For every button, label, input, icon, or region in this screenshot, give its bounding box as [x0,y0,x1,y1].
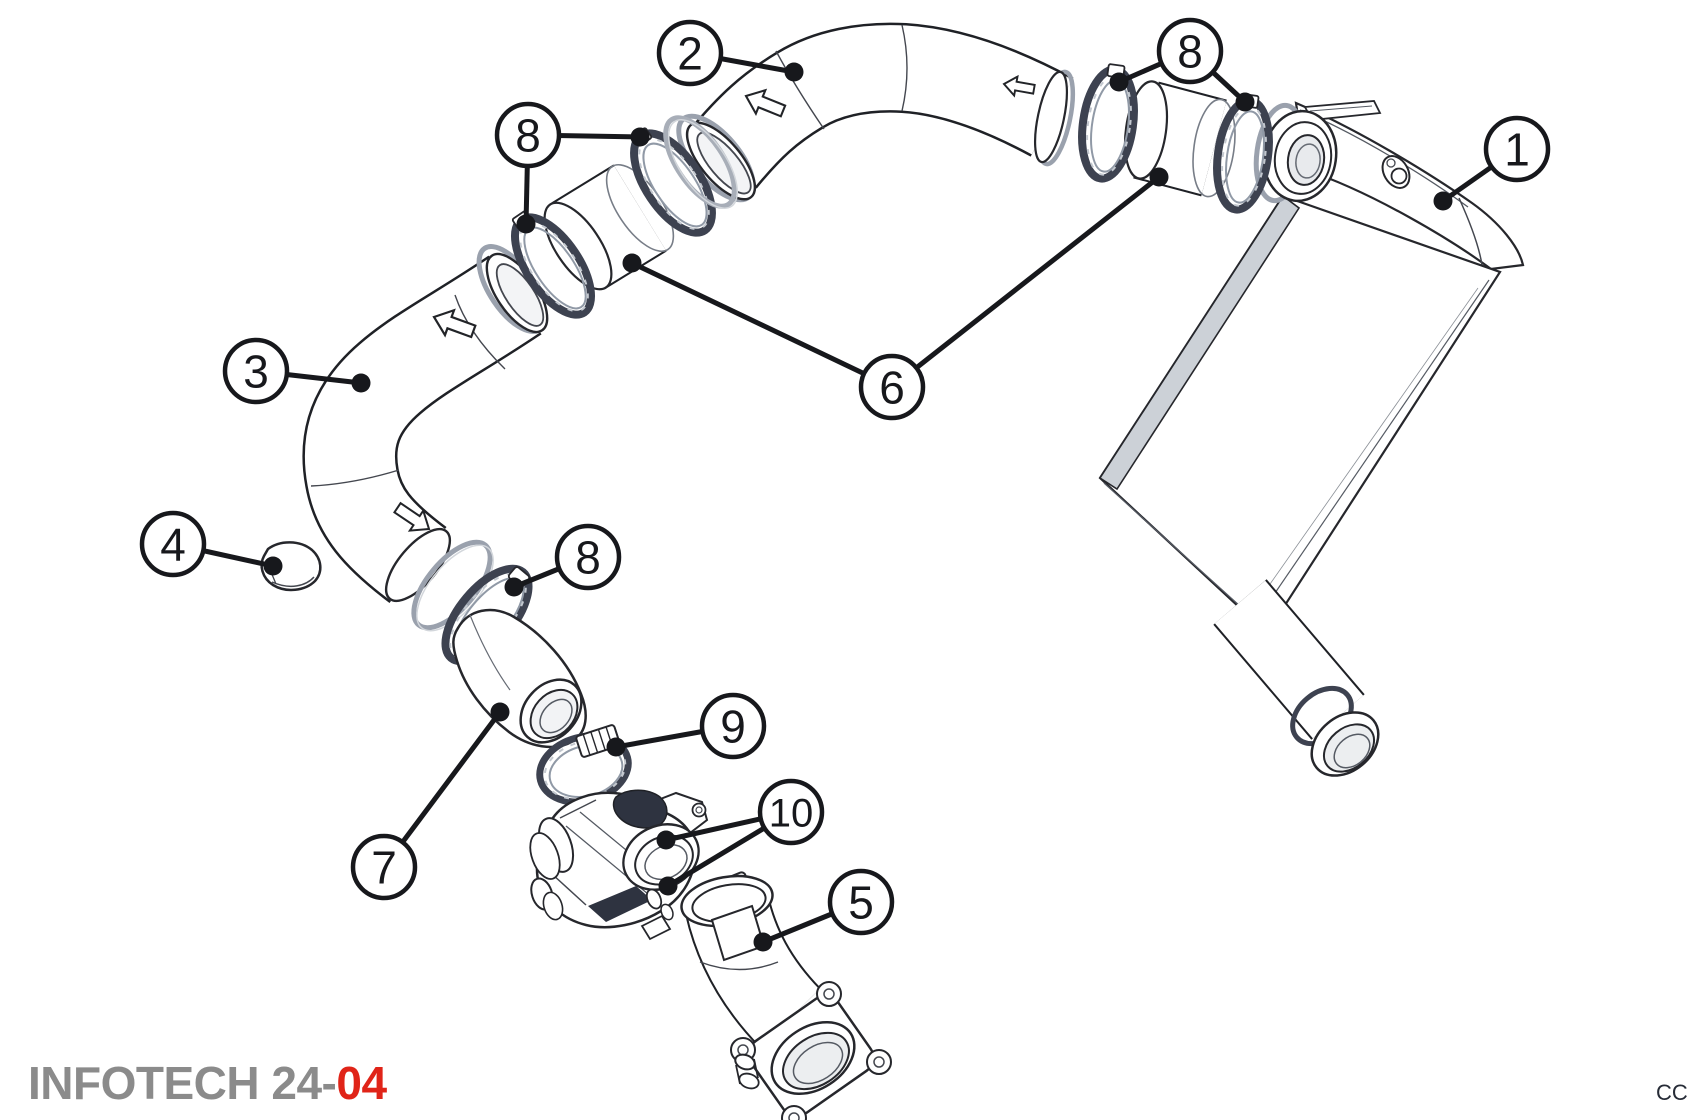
leader-dot [658,876,678,896]
leader-dot [622,253,642,273]
callout-10: 10 [656,778,825,896]
intercooler-drawing [1098,100,1525,777]
callout-circle [656,19,724,87]
callout-2: 2 [656,19,804,87]
coupler-chain-left-drawing [510,115,739,319]
leader-dot [516,214,536,234]
leader-dot [1149,167,1169,187]
leader-dot [784,62,804,82]
callout-circle [494,101,562,169]
brand-text-accent: 04 [336,1057,387,1109]
upper-charge-pipe-drawing [676,22,1076,203]
leader-dot [1109,72,1129,92]
callout-8a: 8 [494,101,650,234]
callout-8c: 8 [504,523,622,597]
callout-circle [757,778,825,846]
callout-circle [699,692,767,760]
credit-text: CC [1656,1080,1688,1105]
throttle-body-drawing [529,789,709,941]
callout-number: 9 [720,701,746,753]
brand-logo: INFOTECH 24-04 [28,1056,387,1110]
leader-dot [1235,92,1255,112]
callout-number: 8 [515,110,541,162]
callout-circle [350,833,418,901]
callout-number: 1 [1504,124,1530,176]
leader-dot [351,373,371,393]
callout-6: 6 [622,167,1169,421]
callout-layer: 1 2 3 4 5 6 7 8 8 8 9 10 [139,17,1551,952]
callout-circle [1483,115,1551,183]
lower-charge-pipe-drawing [302,244,549,603]
callout-number: 6 [879,362,905,414]
coupler-chain-right-drawing [1078,63,1273,214]
leader-dot [490,702,510,722]
leader-dot [606,737,626,757]
callout-7: 7 [350,702,510,901]
callout-number: 8 [575,532,601,584]
leader-dot [1433,191,1453,211]
callout-circle [827,868,895,936]
callout-circle [858,353,926,421]
leader-dot [630,127,650,147]
leader-line [890,175,1161,389]
callout-number: 8 [1177,26,1203,78]
callout-circle [222,337,290,405]
callout-number: 7 [371,842,397,894]
reducer-elbow-drawing [452,608,587,749]
brand-text-primary: INFOTECH 24- [28,1057,337,1109]
callout-circle [1156,17,1224,85]
leader-line [630,260,894,390]
callout-number: 2 [677,28,703,80]
callout-5: 5 [753,868,895,952]
callout-circle [554,523,622,591]
callout-number: 3 [243,346,269,398]
adapter-pipe-drawing [680,871,892,1120]
callout-number: 4 [160,519,186,571]
leader-dot [753,932,773,952]
callout-9: 9 [606,692,767,760]
callout-4: 4 [139,510,283,578]
callout-number: 10 [769,791,814,835]
leader-dot [263,556,283,576]
callout-1: 1 [1433,115,1551,211]
callout-3: 3 [222,337,371,405]
callout-circle [139,510,207,578]
leader-dot [656,830,676,850]
callout-number: 5 [848,877,874,929]
callout-8b: 8 [1109,17,1255,112]
leader-dot [504,577,524,597]
